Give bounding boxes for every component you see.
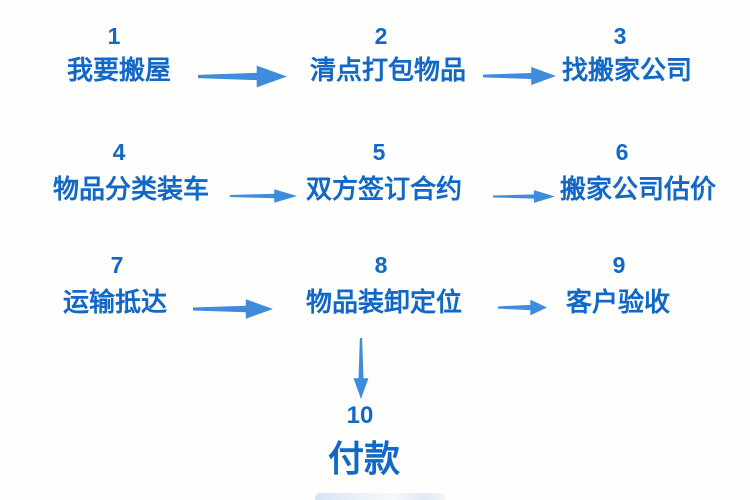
- step-9-number: 9: [612, 252, 626, 278]
- step-2-label: 清点打包物品: [309, 55, 467, 85]
- step-3-label: 找搬家公司: [561, 55, 693, 85]
- step-6-number: 6: [615, 139, 629, 165]
- arrow-right-icon: [193, 299, 273, 319]
- step-5-number: 5: [372, 139, 386, 165]
- step-8-label: 物品装卸定位: [305, 287, 463, 317]
- step-2-number: 2: [374, 23, 388, 49]
- arrow-down-icon: [353, 338, 369, 399]
- arrow-right-icon: [198, 65, 287, 88]
- step-8-number: 8: [374, 252, 388, 278]
- arrow-right-icon: [498, 299, 547, 316]
- cutoff-partial-element: [315, 493, 445, 500]
- step-10-number: 10: [346, 402, 374, 429]
- step-1-number: 1: [107, 23, 121, 49]
- step-9-label: 客户验收: [565, 287, 671, 317]
- step-5-label: 双方签订合约: [305, 174, 463, 204]
- step-6-label: 搬家公司估价: [559, 174, 717, 204]
- step-4-number: 4: [112, 139, 126, 165]
- step-4-label: 物品分类装车: [52, 174, 210, 204]
- step-3-number: 3: [613, 23, 627, 49]
- arrow-right-icon: [230, 189, 297, 203]
- step-7-number: 7: [110, 252, 124, 278]
- step-10-label: 付款: [327, 438, 401, 479]
- arrow-right-icon: [483, 67, 556, 85]
- arrow-right-icon: [493, 190, 555, 203]
- step-7-label: 运输抵达: [62, 287, 168, 317]
- step-1-label: 我要搬屋: [66, 55, 172, 85]
